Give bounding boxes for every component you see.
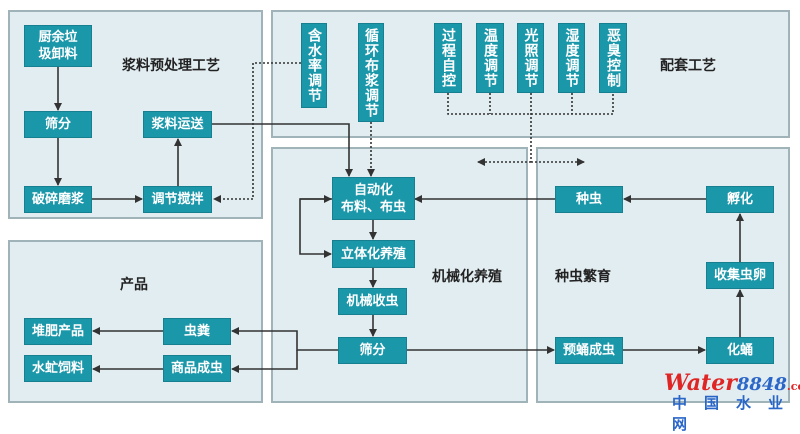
box-crush: 破碎磨浆 (24, 186, 92, 213)
box-compost: 堆肥产品 (24, 318, 92, 345)
box-stereo: 立体化养殖 (332, 240, 415, 268)
box-unload: 厨余垃圾卸料 (24, 25, 92, 67)
watermark-com: .com (786, 380, 800, 393)
connector-screen-frass (231, 327, 338, 351)
mechanized-title: 机械化养殖 (432, 269, 502, 285)
box-adult: 商品成虫 (163, 355, 231, 382)
dotted-control-bus (447, 93, 614, 115)
box-seed: 种虫 (555, 186, 623, 213)
box-transport: 浆料运送 (143, 111, 212, 138)
watermark-num: 8848 (736, 374, 787, 395)
box-frass: 虫粪 (163, 318, 231, 345)
box-light: 光照调节 (517, 23, 544, 93)
box-screen-pre: 筛分 (24, 111, 92, 138)
box-hatch: 孵化 (706, 186, 774, 213)
watermark-cn: 中国水业网 (672, 394, 800, 433)
arrow-loop-left (299, 198, 332, 258)
auto-line1: 自动化 (353, 182, 393, 198)
pretreatment-title: 浆料预处理工艺 (122, 58, 220, 74)
box-harvest: 机械收虫 (338, 288, 407, 315)
arrow-transport-auto (212, 123, 353, 177)
connector-layer (54, 62, 744, 373)
products-title: 产品 (120, 277, 148, 293)
connector-screen-adult (231, 350, 298, 373)
box-humidity: 湿度调节 (558, 23, 585, 93)
watermark-brand: Water (664, 370, 737, 396)
box-auto-feed: 自动化 布料、布虫 (332, 177, 415, 220)
breeding-title: 种虫繁育 (555, 269, 611, 285)
support-title: 配套工艺 (660, 58, 716, 74)
auto-line2: 布料、布虫 (340, 199, 406, 215)
box-recycle: 循环布浆调节 (358, 23, 384, 122)
box-eggs: 收集虫卵 (706, 262, 774, 289)
box-pupate: 化蛹 (706, 337, 774, 364)
watermark-logo: Water8848.com 中国水业网 (664, 370, 800, 434)
box-feed: 水虻饲料 (24, 355, 92, 382)
box-process-control: 过程自控 (434, 23, 462, 93)
box-mix: 调节搅拌 (143, 186, 212, 213)
box-screen-mech: 筛分 (338, 337, 407, 364)
box-temperature: 温度调节 (476, 23, 504, 93)
box-odor: 恶臭控制 (599, 23, 627, 93)
box-prepupa: 预蛹成虫 (555, 337, 623, 364)
box-moisture: 含水率调节 (301, 23, 327, 108)
dotted-moisture-mix (213, 62, 301, 203)
